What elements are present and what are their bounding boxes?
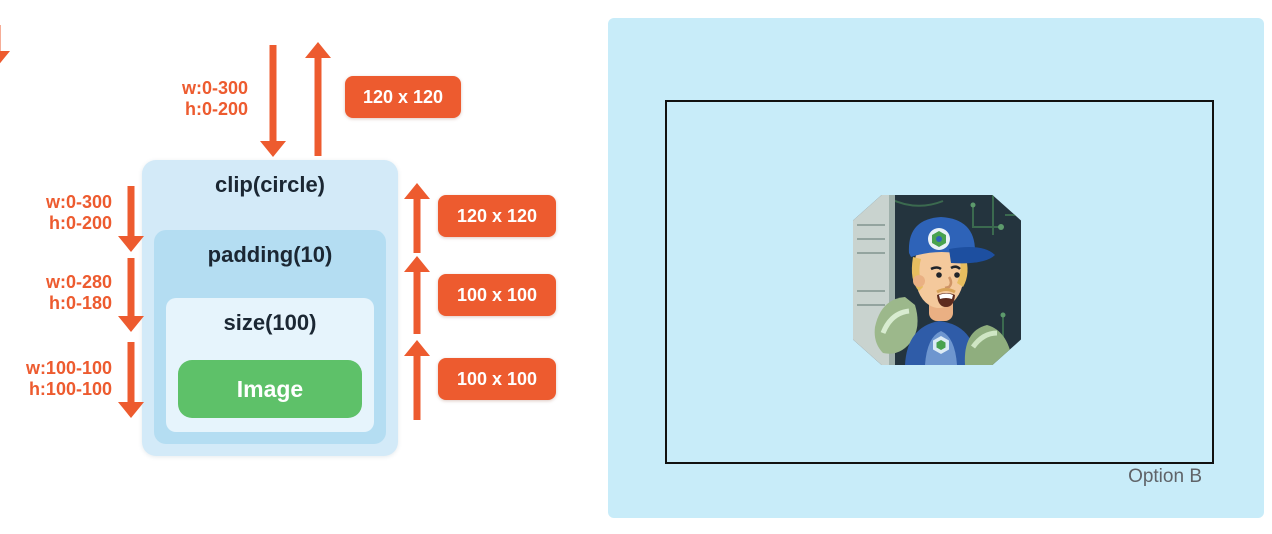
constraint-width: w:100-100 [25, 358, 112, 378]
arrow-up-icon [404, 340, 430, 420]
arrow-head [260, 141, 286, 157]
left-constraint-label: w:100-100 h:100-100 [8, 358, 112, 400]
left-constraint-label: w:0-300 h:0-200 [8, 192, 112, 234]
constraint-height: h:0-200 [184, 99, 248, 119]
arrow-head [118, 402, 144, 418]
constraint-width: w:0-300 [45, 192, 112, 212]
right-shoulder [964, 325, 1013, 365]
arrow-shaft [0, 25, 1, 52]
constraint-width: w:0-300 [181, 78, 248, 98]
arrow-down-icon [260, 45, 286, 157]
arrow-head [118, 236, 144, 252]
size-badge: 100 x 100 [438, 358, 556, 400]
preview-panel: Option B [608, 18, 1264, 518]
constraint-height: h:0-200 [48, 213, 112, 233]
size-badge: 120 x 120 [438, 195, 556, 237]
viewport-frame [665, 100, 1214, 464]
constraint-height: h:0-180 [48, 293, 112, 313]
arrow-up-icon [404, 183, 430, 253]
image-box: Image [178, 360, 362, 418]
arrow-down-icon [118, 342, 144, 418]
arrow-up-icon [305, 42, 331, 156]
cropped-arrow-down-icon [0, 25, 10, 67]
size-badge: 100 x 100 [438, 274, 556, 316]
arrow-head [118, 316, 144, 332]
arrow-head [305, 42, 331, 58]
size-badge: 120 x 120 [345, 76, 461, 118]
left-constraint-label: w:0-280 h:0-180 [8, 272, 112, 314]
clip-box-label: clip(circle) [214, 172, 326, 197]
left-arm [874, 297, 918, 354]
option-label: Option B [1128, 466, 1202, 487]
size-box-label: size(100) [223, 310, 317, 335]
arrow-down-icon [118, 186, 144, 252]
arrow-head [404, 183, 430, 199]
image-box-label: Image [236, 375, 304, 402]
constraint-width: w:0-280 [45, 272, 112, 292]
top-constraint-label: w:0-300 h:0-200 [152, 78, 248, 120]
arrow-shaft [413, 198, 421, 253]
arrow-shaft [269, 45, 277, 142]
arrow-shaft [413, 271, 421, 334]
padding-box-label: padding(10) [207, 242, 333, 267]
arrow-down-icon [118, 258, 144, 332]
arrow-shaft [127, 342, 135, 403]
arrow-head [0, 51, 10, 67]
character-illustration [853, 195, 1021, 365]
arrow-head [404, 340, 430, 356]
constraint-height: h:100-100 [28, 379, 112, 399]
circuit-dots [970, 202, 1006, 318]
arrow-shaft [127, 258, 135, 317]
face-features [930, 265, 961, 307]
avatar [853, 195, 1021, 365]
arrow-up-icon [404, 256, 430, 334]
arrow-head [404, 256, 430, 272]
cap [908, 217, 995, 264]
arrow-shaft [314, 57, 322, 156]
torso [905, 321, 977, 365]
arrow-shaft [413, 355, 421, 420]
arrow-shaft [127, 186, 135, 237]
